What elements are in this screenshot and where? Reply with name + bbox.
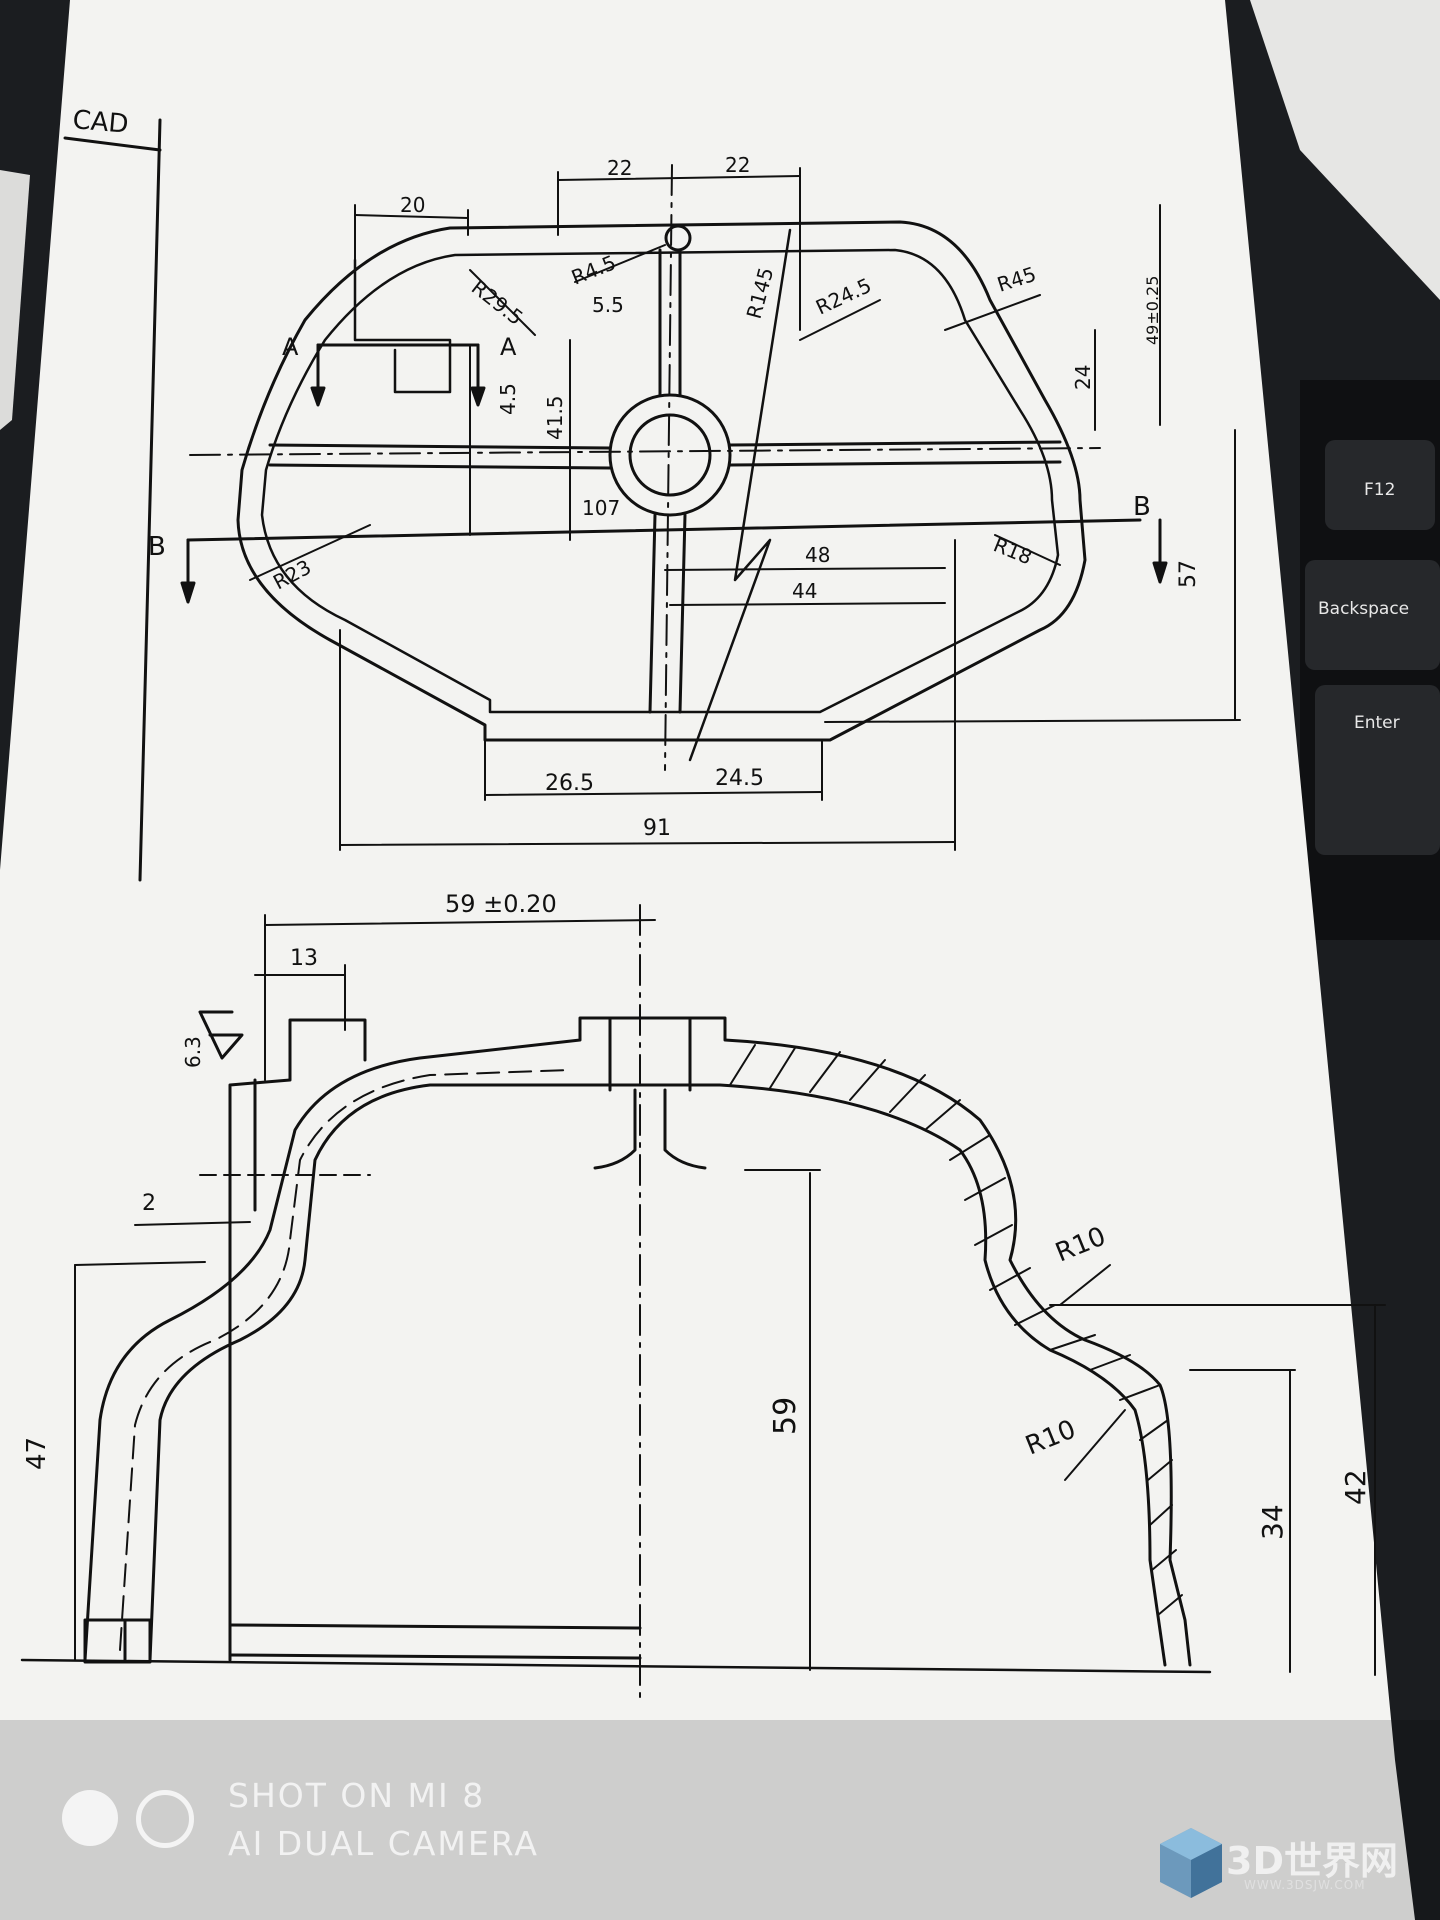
cube-logo-icon	[1160, 1828, 1222, 1898]
section-a-right: A	[500, 333, 517, 361]
dim-13: 13	[290, 946, 318, 971]
camera-watermark-line1: SHOT ON MI 8	[228, 1776, 486, 1815]
dim-26-5: 26.5	[545, 771, 594, 796]
dim-22-left: 22	[607, 156, 632, 180]
key-f12-label: F12	[1364, 480, 1395, 500]
camera-lens-dot-filled	[62, 1790, 118, 1846]
dim-91: 91	[643, 816, 671, 841]
keyboard: F12 Backspace Enter	[1300, 380, 1440, 940]
key-enter	[1315, 685, 1440, 855]
key-backspace	[1305, 560, 1440, 670]
back-paper	[1250, 0, 1440, 300]
section-b-left: B	[148, 532, 166, 562]
dim-107: 107	[582, 496, 620, 520]
brand-watermark: 3D世界网	[1226, 1839, 1398, 1883]
dim-57: 57	[1176, 560, 1201, 588]
top-view	[63, 118, 1241, 882]
section-hatching	[729, 1044, 1183, 1616]
dim-5-5: 5.5	[592, 293, 624, 317]
left-paper-edge	[0, 170, 30, 430]
side-view-inner-profile	[148, 1083, 1167, 1667]
dim-59-tol: 59 ±0.20	[445, 890, 557, 918]
side-view	[20, 904, 1386, 1701]
top-view-outer-contour	[236, 220, 1087, 742]
camera-watermark-line2: AI DUAL CAMERA	[228, 1824, 539, 1863]
dim-4-5: 4.5	[496, 383, 520, 415]
corner-label: CAD	[71, 105, 129, 140]
dim-41-5: 41.5	[543, 395, 567, 440]
camera-lens-dot-ring	[136, 1790, 194, 1848]
dim-22-right: 22	[725, 153, 750, 177]
top-view-inner-contour	[260, 248, 1060, 714]
dim-47: 47	[22, 1437, 52, 1470]
dim-44: 44	[792, 579, 817, 603]
dim-24: 24	[1071, 365, 1095, 390]
dim-34: 34	[1256, 1504, 1289, 1540]
brand-url-watermark: WWW.3DSJW.COM	[1244, 1878, 1366, 1892]
dim-42: 42	[1339, 1469, 1372, 1505]
bottom-shadow	[0, 1720, 1440, 1920]
dim-20: 20	[400, 193, 425, 217]
section-a-left: A	[282, 333, 299, 361]
top-hole	[664, 224, 692, 252]
section-b-right: B	[1133, 492, 1151, 522]
key-backspace-label: Backspace	[1318, 599, 1409, 619]
surface-finish: 6.3	[181, 1036, 205, 1068]
dim-2: 2	[142, 1191, 156, 1216]
dim-24-5: 24.5	[715, 766, 764, 791]
side-view-outer-profile	[83, 1016, 1192, 1667]
dim-59: 59	[768, 1397, 803, 1435]
key-enter-label: Enter	[1354, 713, 1400, 733]
dim-48: 48	[805, 543, 830, 567]
key-f12	[1325, 440, 1435, 530]
dim-49: 49±0.25	[1143, 276, 1162, 345]
